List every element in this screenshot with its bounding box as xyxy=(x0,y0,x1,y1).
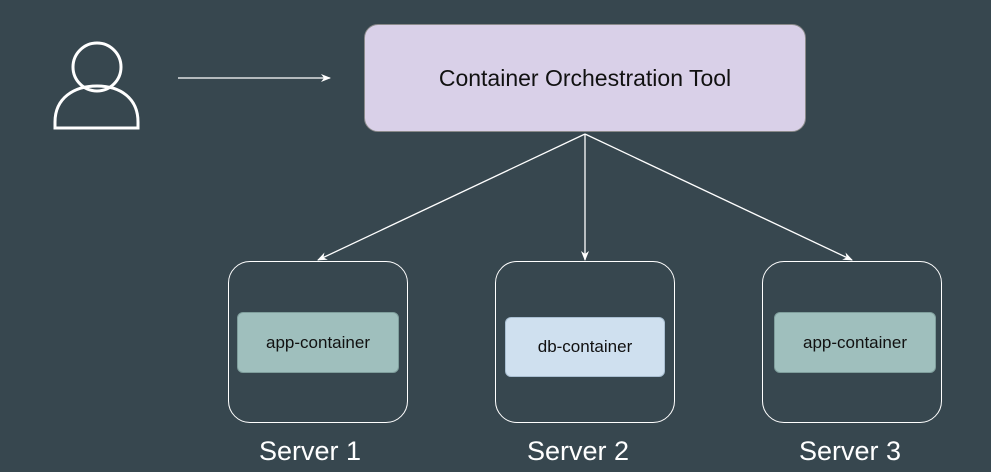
arrow-to-server-1 xyxy=(317,133,586,261)
arrow-to-server-3 xyxy=(584,133,853,261)
server-2-box: db-container xyxy=(495,261,675,423)
server-1-app-container: app-container xyxy=(237,312,399,373)
orchestration-tool-box: Container Orchestration Tool xyxy=(364,24,806,132)
server-1-box: app-container xyxy=(228,261,408,423)
server-1-label: Server 1 xyxy=(258,436,362,466)
server-2-db-container: db-container xyxy=(505,317,665,377)
server-2-label: Server 2 xyxy=(526,436,630,466)
user-icon xyxy=(53,41,140,130)
container-label: db-container xyxy=(537,337,633,356)
container-label: app-container xyxy=(266,332,370,352)
server-3-label: Server 3 xyxy=(798,436,902,466)
server-3-box: app-container xyxy=(762,261,942,423)
container-label: app-container xyxy=(803,332,907,352)
server-3-app-container: app-container xyxy=(774,312,936,373)
orchestration-tool-label: Container Orchestration Tool xyxy=(438,64,732,91)
